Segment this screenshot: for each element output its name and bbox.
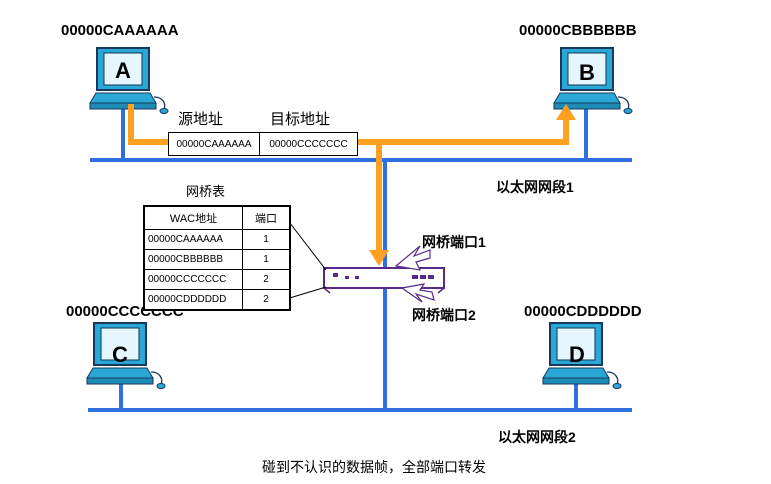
frame-src-header: 源地址 xyxy=(178,111,224,128)
table-row: 00000CAAAAAA 1 xyxy=(143,229,291,250)
arrow-to-b-icon xyxy=(556,104,576,120)
frame-dst-value: 00000CCCCCCC xyxy=(269,138,348,150)
diagram-caption: 碰到不认识的数据帧，全部端口转发 xyxy=(262,459,486,475)
port-2-pointer-icon xyxy=(400,283,435,303)
host-a-letter: A xyxy=(115,58,131,83)
host-a-mac-label: 00000CAAAAAA xyxy=(61,22,179,39)
table-cell-mac: 00000CCCCCCC xyxy=(143,269,243,290)
segment-1-label: 以太网网段1 xyxy=(496,179,574,195)
table-row: 00000CCCCCCC 2 xyxy=(143,269,291,290)
table-row: 00000CBBBBBB 1 xyxy=(143,249,291,270)
port-1-pointer-icon xyxy=(394,245,431,271)
segment-2-label: 以太网网段2 xyxy=(498,429,576,445)
table-cell-port: 2 xyxy=(242,269,291,290)
bridge-table-header-port: 端口 xyxy=(242,205,291,230)
table-cell-port: 1 xyxy=(242,229,291,250)
arrow-to-bridge-icon xyxy=(369,250,389,266)
frame-dst-header: 目标地址 xyxy=(270,111,331,128)
frame-src-value: 00000CAAAAAA xyxy=(169,133,260,155)
host-d-letter: D xyxy=(569,342,585,367)
host-b-letter: B xyxy=(579,60,595,85)
bridge-table-header-row: WAC地址 端口 xyxy=(143,205,291,230)
frame-address-box: 00000CAAAAAA 00000CCCCCCC xyxy=(168,132,358,156)
host-c-letter: C xyxy=(112,342,128,367)
table-cell-mac: 00000CDDDDDD xyxy=(143,289,243,311)
bridge-table-header-mac: WAC地址 xyxy=(143,205,243,230)
bridge-device-icon xyxy=(323,267,445,294)
bridge-port-1-label: 网桥端口1 xyxy=(422,234,486,250)
table-cell-mac: 00000CBBBBBB xyxy=(143,249,243,270)
table-cell-port: 1 xyxy=(242,249,291,270)
table-cell-port: 2 xyxy=(242,289,291,311)
bridge-table: WAC地址 端口 00000CAAAAAA 1 00000CBBBBBB 1 0… xyxy=(143,205,291,311)
bridge-table-title: 网桥表 xyxy=(186,184,226,199)
table-row: 00000CDDDDDD 2 xyxy=(143,289,291,311)
host-b-mac-label: 00000CBBBBBB xyxy=(519,22,637,39)
host-d-mac-label: 00000CDDDDDD xyxy=(524,303,642,320)
bridge-port-2-label: 网桥端口2 xyxy=(412,307,476,323)
table-cell-mac: 00000CAAAAAA xyxy=(143,229,243,250)
